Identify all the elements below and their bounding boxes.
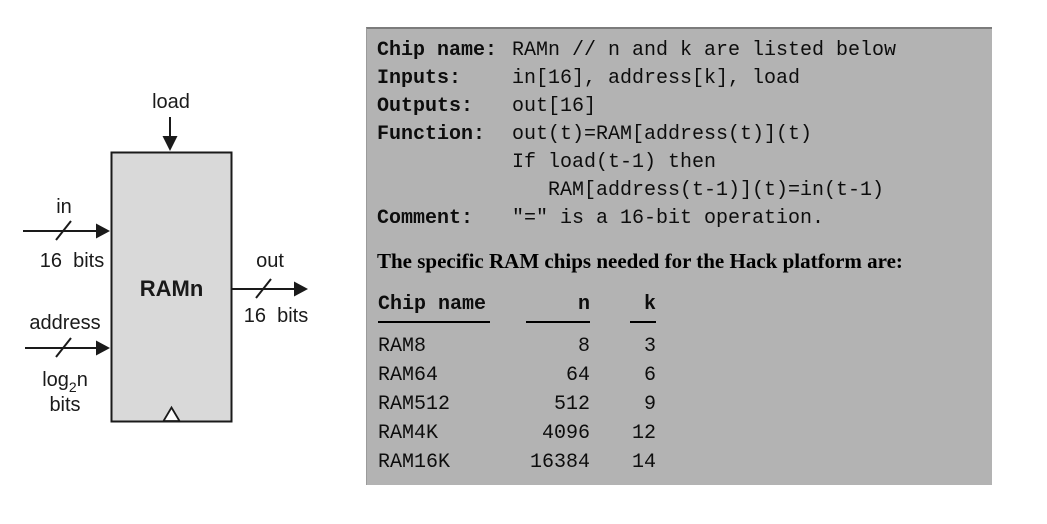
address-bits-word-label: bits <box>49 394 81 416</box>
spec-label: Inputs: <box>377 67 462 90</box>
address-label: address <box>29 312 101 334</box>
table-heading: The specific RAM chips needed for the Ha… <box>377 249 903 273</box>
spec-row-inputs: Inputs: in[16], address[k], load <box>377 65 982 93</box>
cell-k: 3 <box>643 335 656 358</box>
out-label: out <box>256 250 284 272</box>
spec-value: in[16], address[k], load <box>512 67 801 90</box>
cell-n: 512 <box>553 393 590 416</box>
column-header-k: k <box>630 293 656 323</box>
spec-label <box>377 149 512 177</box>
spec-row-outputs: Outputs: out[16] <box>377 93 982 121</box>
table-row: RAM64 64 6 <box>378 361 982 390</box>
spec-value: out[16] <box>512 95 597 118</box>
cell-n: 16384 <box>529 451 590 474</box>
cell-k: 6 <box>643 364 656 387</box>
column-header-n: n <box>526 293 590 323</box>
log-suffix: n <box>76 369 88 391</box>
table-row: RAM8 8 3 <box>378 332 982 361</box>
table-header-row: Chip name n k <box>378 293 982 323</box>
spec-label: Chip name: <box>377 39 498 62</box>
cell-n: 4096 <box>541 422 590 445</box>
table-row: RAM512 512 9 <box>378 390 982 419</box>
chip-spec-panel: Chip name: RAMn // n and k are listed be… <box>366 27 992 485</box>
chip-diagram-shapes <box>23 117 308 423</box>
cell-chip-name: RAM512 <box>378 393 451 416</box>
cell-chip-name: RAM4K <box>378 422 439 445</box>
cell-chip-name: RAM16K <box>378 451 451 474</box>
load-arrowhead <box>162 136 178 151</box>
spec-value: RAMn // n and k are listed below <box>512 39 897 62</box>
spec-label: Function: <box>377 123 486 146</box>
address-bits-log-label: log2n <box>23 369 107 398</box>
chip-name-label: RAMn <box>139 276 204 301</box>
clock-triangle-icon <box>161 405 182 422</box>
spec-value: If load(t-1) then <box>512 151 717 174</box>
cell-n: 8 <box>577 335 590 358</box>
spec-label: Comment: <box>377 207 474 230</box>
in-bus-slash <box>55 220 72 241</box>
log-prefix: log <box>42 369 69 391</box>
cell-n: 64 <box>565 364 590 387</box>
chip-body-rect <box>110 151 233 423</box>
out-bits-label: 16 bits <box>243 305 309 327</box>
address-bus-slash <box>55 337 72 358</box>
cell-k: 12 <box>631 422 656 445</box>
spec-row-function: Function: out(t)=RAM[address(t)](t) <box>377 121 982 149</box>
spec-row-comment: Comment: "=" is a 16-bit operation. <box>377 205 982 233</box>
ram-chips-table: Chip name n k RAM8 8 3 RAM64 64 6 <box>378 293 982 477</box>
out-arrowhead <box>294 281 308 297</box>
cell-chip-name: RAM8 <box>378 335 427 358</box>
spec-value: RAM[address(t-1)](t)=in(t-1) <box>512 179 885 202</box>
column-header-chip-name: Chip name <box>378 293 490 323</box>
in-label: in <box>56 196 72 218</box>
out-bus-slash <box>255 278 272 299</box>
cell-k: 9 <box>643 393 656 416</box>
spec-row-function-3: RAM[address(t-1)](t)=in(t-1) <box>377 177 982 205</box>
spec-value: out(t)=RAM[address(t)](t) <box>512 123 813 146</box>
load-label: load <box>152 91 190 113</box>
spec-row-function-2: If load(t-1) then <box>377 149 982 177</box>
table-row: RAM16K 16384 14 <box>378 448 982 477</box>
table-row: RAM4K 4096 12 <box>378 419 982 448</box>
chip-spec-block: Chip name: RAMn // n and k are listed be… <box>377 37 982 233</box>
spec-value: "=" is a 16-bit operation. <box>512 207 825 230</box>
spec-label: Outputs: <box>377 95 474 118</box>
log-subscript: 2 <box>68 379 77 395</box>
in-bits-label: 16 bits <box>39 250 105 272</box>
in-arrowhead <box>96 223 110 239</box>
address-arrowhead <box>96 340 110 356</box>
ram-chip-diagram: load in 16 bits address log2n bits RAMn … <box>0 0 366 524</box>
spec-label <box>377 177 512 205</box>
cell-chip-name: RAM64 <box>378 364 439 387</box>
cell-k: 14 <box>631 451 656 474</box>
spec-row-chip-name: Chip name: RAMn // n and k are listed be… <box>377 37 982 65</box>
